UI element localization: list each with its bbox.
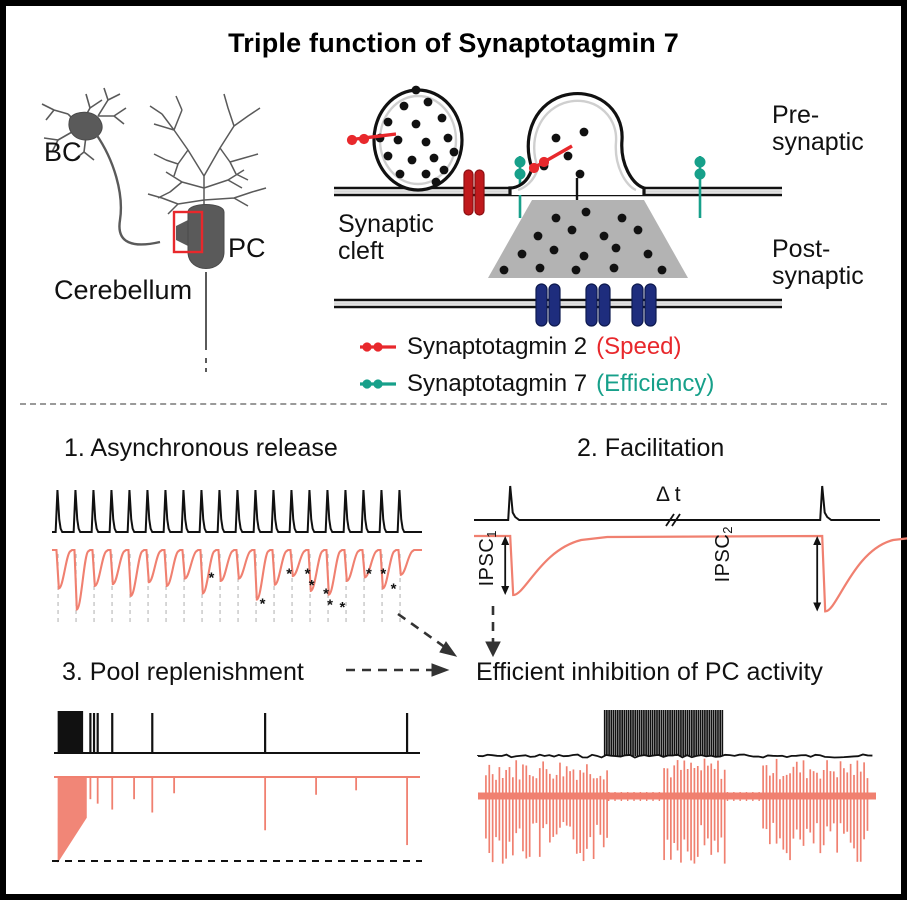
chart-efficient-inhibition bbox=[477, 710, 876, 864]
purkinje-cell-label: PC bbox=[228, 233, 266, 263]
chart-facilitation bbox=[474, 485, 907, 613]
arrow-panel2-to-inhibition bbox=[485, 606, 501, 658]
calcium-channel-icon bbox=[463, 169, 485, 216]
postsynaptic-receptors bbox=[535, 283, 657, 327]
ipsc1-label: IPSC1 bbox=[476, 530, 499, 587]
svg-text:*: * bbox=[380, 566, 386, 583]
synaptic-cleft-label: Synaptic cleft bbox=[338, 210, 434, 265]
neuron-diagram bbox=[41, 87, 267, 372]
synapse-highlight-box bbox=[172, 210, 204, 254]
syt2-marker-icon bbox=[360, 342, 396, 352]
svg-text:*: * bbox=[323, 585, 329, 602]
synapse-diagram bbox=[334, 85, 782, 327]
legend-item-syt7: Synaptotagmin 7 (Efficiency) bbox=[358, 370, 714, 398]
legend-function-syt7: (Efficiency) bbox=[596, 370, 715, 397]
chart-pool-replenishment bbox=[52, 711, 422, 863]
legend-item-syt2: Synaptotagmin 2 (Speed) bbox=[358, 333, 682, 361]
svg-text:*: * bbox=[209, 569, 215, 586]
fusing-vesicle bbox=[508, 91, 646, 195]
legend-function-syt2: (Speed) bbox=[596, 333, 682, 360]
svg-text:*: * bbox=[366, 566, 372, 583]
cerebellum-label: Cerebellum bbox=[54, 275, 193, 305]
svg-text:*: * bbox=[309, 577, 315, 594]
panel-heading-asynchronous-release: 1. Asynchronous release bbox=[64, 434, 338, 462]
arrow-panel1-to-inhibition bbox=[397, 612, 458, 657]
postsynaptic-label: Post- synaptic bbox=[772, 235, 864, 290]
flow-arrows bbox=[346, 606, 501, 677]
basket-cell-axon bbox=[95, 133, 161, 246]
ipsc2-label: IPSC2 bbox=[712, 526, 735, 583]
panel-heading-efficient-inhibition: Efficient inhibition of PC activity bbox=[476, 658, 823, 686]
basket-cell-label: BC bbox=[44, 137, 82, 167]
legend-label-syt2: Synaptotagmin 2 bbox=[407, 333, 588, 360]
panel-heading-facilitation: 2. Facilitation bbox=[577, 434, 725, 462]
synaptic-cleft-area bbox=[488, 200, 688, 278]
section-divider bbox=[20, 403, 887, 405]
syt2-marker-icon-2 bbox=[528, 144, 573, 174]
panel-heading-pool-replenishment: 3. Pool replenishment bbox=[62, 658, 304, 686]
chart-asynchronous-release: *********** bbox=[52, 489, 422, 622]
svg-text:*: * bbox=[260, 595, 266, 612]
neurotransmitter-dots bbox=[499, 207, 667, 275]
svg-text:*: * bbox=[327, 597, 333, 614]
svg-text:*: * bbox=[286, 566, 292, 583]
svg-text:*: * bbox=[339, 599, 345, 616]
basket-cell-soma bbox=[68, 111, 103, 141]
syt7-marker-icon bbox=[360, 379, 396, 389]
page-title: Triple function of Synaptotagmin 7 bbox=[228, 28, 679, 58]
delta-t-label: Δ t bbox=[656, 483, 681, 506]
docked-vesicle bbox=[372, 85, 464, 192]
legend-label-syt7: Synaptotagmin 7 bbox=[407, 370, 588, 397]
svg-text:*: * bbox=[391, 580, 397, 597]
syt7-membrane-marker-icon-right bbox=[694, 156, 706, 218]
syt2-marker-icon bbox=[346, 132, 397, 146]
arrow-panel3-to-inhibition bbox=[346, 663, 450, 677]
purkinje-cell-soma bbox=[187, 204, 225, 269]
svg-text:*: * bbox=[305, 566, 311, 583]
presynaptic-label: Pre- synaptic bbox=[772, 101, 864, 156]
